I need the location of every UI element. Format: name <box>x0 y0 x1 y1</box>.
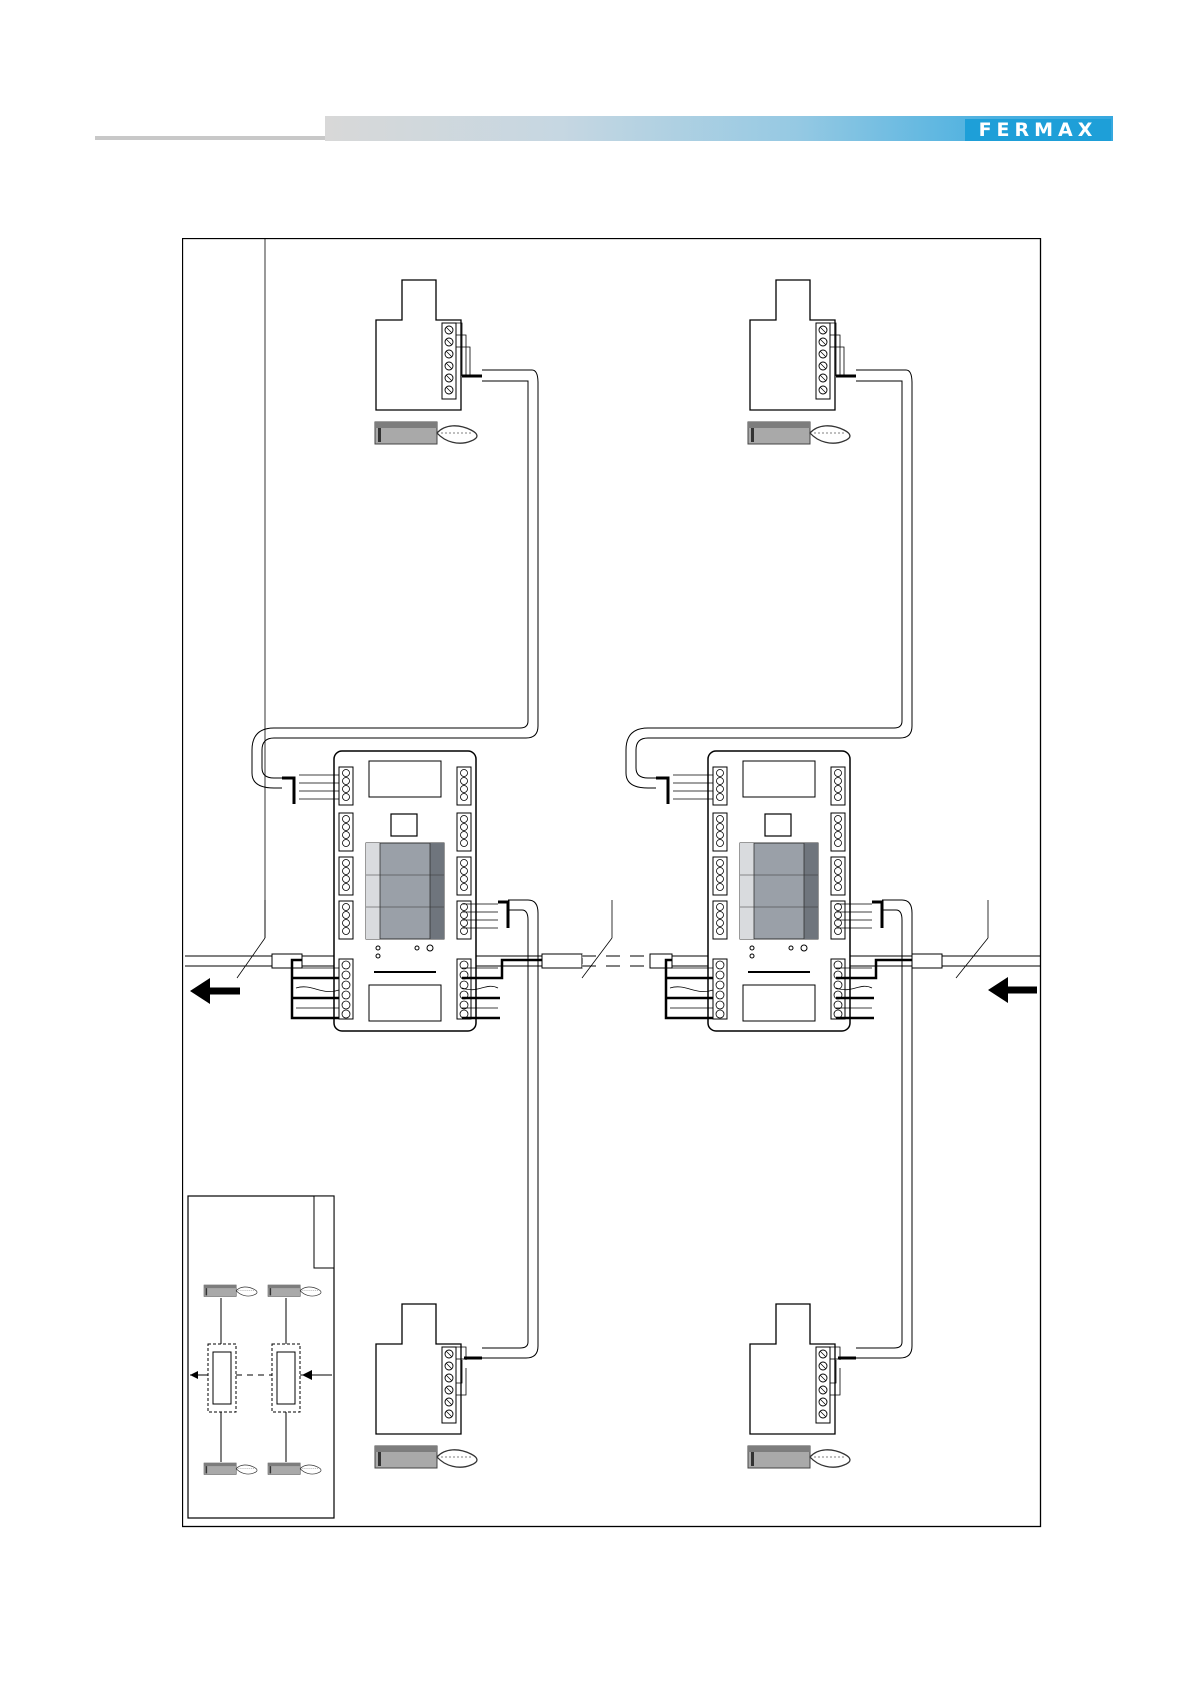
monitor-panel <box>252 280 538 788</box>
header-rule <box>95 136 325 140</box>
monitor-panel <box>375 1304 482 1468</box>
arrow-left-icon <box>190 978 240 1004</box>
arrow-left-icon <box>988 977 1037 1003</box>
brand-logo: FERMAX <box>965 119 1111 141</box>
wiring-diagram-svg <box>182 238 1042 1528</box>
inset-schematic <box>188 1196 334 1518</box>
monitor-panel <box>748 1304 856 1468</box>
monitor-panel <box>626 280 912 788</box>
distributor-unit-icon <box>656 751 912 1358</box>
wiring-diagram <box>182 238 1042 1528</box>
